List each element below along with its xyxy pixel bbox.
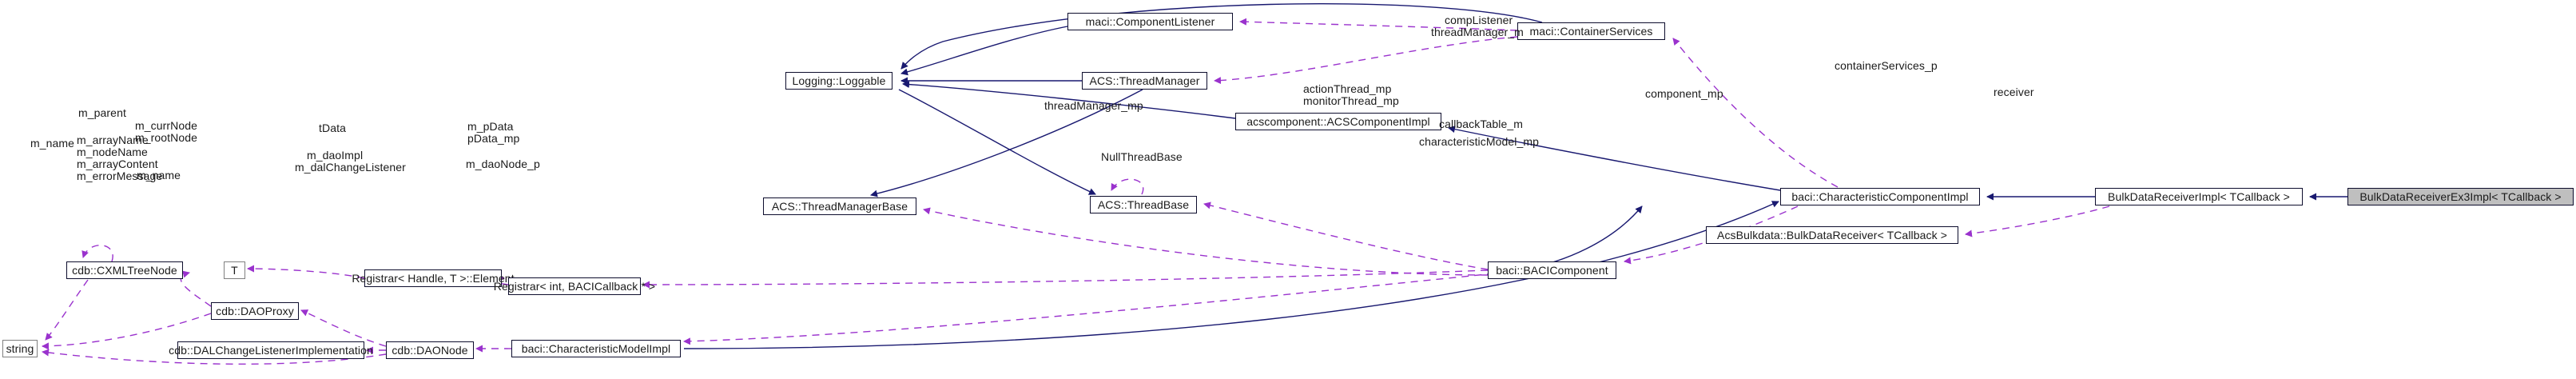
association-edges bbox=[42, 18, 2110, 365]
edge-label-m-name-bottom: m_name bbox=[137, 169, 181, 182]
edge-label-nullthreadbase: NullThreadBase bbox=[1101, 150, 1183, 163]
node-acs-threadbase[interactable]: ACS::ThreadBase bbox=[1090, 196, 1197, 213]
edge-label-characteristicmodel-mp: characteristicModel_mp bbox=[1419, 135, 1540, 148]
node-registrar-int-bacicallback[interactable]: Registrar< int, BACICallback * > bbox=[494, 277, 655, 295]
node-label: cdb::DALChangeListenerImplementation bbox=[169, 344, 373, 357]
inheritance-edges bbox=[683, 2, 2347, 349]
node-cdb-daoproxy[interactable]: cdb::DAOProxy bbox=[211, 302, 299, 320]
node-string[interactable]: string bbox=[2, 340, 38, 357]
node-label: Logging::Loggable bbox=[792, 74, 886, 87]
node-label: Registrar< int, BACICallback * > bbox=[493, 280, 656, 293]
node-baci-characteristicmodelimpl[interactable]: baci::CharacteristicModelImpl bbox=[511, 340, 681, 357]
edge-label-tdata: tData bbox=[319, 122, 346, 134]
edge-label-containerservices-p: containerServices_p bbox=[1835, 59, 1938, 72]
edge-label-m-daoimpl: m_daoImpl bbox=[307, 149, 364, 162]
node-registrar-handle-t-element[interactable]: Registrar< Handle, T >::Element bbox=[352, 269, 515, 287]
edge-label-m-parent: m_parent bbox=[78, 106, 126, 119]
node-label: Registrar< Handle, T >::Element bbox=[352, 272, 515, 285]
edge-label-m-dalchangelistener: m_dalChangeListener bbox=[295, 161, 406, 174]
edge-label-complistener: compListener bbox=[1445, 14, 1513, 26]
edge-label-m-currnode: m_currNode m_rootNode bbox=[135, 119, 198, 144]
node-label: cdb::DAONode bbox=[392, 344, 468, 357]
edge-label-threadmanager-mp: threadManager_mp bbox=[1044, 99, 1143, 112]
node-label: baci::BACIComponent bbox=[1496, 264, 1608, 277]
node-label: BulkDataReceiverEx3Impl< TCallback > bbox=[2359, 190, 2562, 203]
node-acscomponent-acscomponentimpl[interactable]: acscomponent::ACSComponentImpl bbox=[1235, 113, 1441, 130]
node-bulkdatareceiverex3impl[interactable]: BulkDataReceiverEx3Impl< TCallback > bbox=[2347, 188, 2574, 205]
edge-label-actionthread-mp: actionThread_mp monitorThread_mp bbox=[1303, 82, 1399, 107]
node-maci-componentlistener[interactable]: maci::ComponentListener bbox=[1067, 13, 1233, 30]
node-label: BulkDataReceiverImpl< TCallback > bbox=[2108, 190, 2290, 203]
edge-label-m-daonode-p: m_daoNode_p bbox=[466, 158, 540, 170]
node-acs-threadmanager[interactable]: ACS::ThreadManager bbox=[1082, 72, 1207, 90]
node-acs-threadmanagerbase[interactable]: ACS::ThreadManagerBase bbox=[763, 197, 916, 215]
edge-label-m-arrayname-block: m_arrayName m_nodeName m_arrayContent m_… bbox=[77, 134, 163, 182]
node-label: cdb::DAOProxy bbox=[216, 305, 294, 317]
node-baci-bacicomponent[interactable]: baci::BACIComponent bbox=[1488, 261, 1616, 279]
node-label: maci::ComponentListener bbox=[1085, 15, 1215, 28]
edge-label-m-name-left: m_name bbox=[30, 137, 75, 150]
node-label: baci::CharacteristicComponentImpl bbox=[1791, 190, 1969, 203]
node-label: AcsBulkdata::BulkDataReceiver< TCallback… bbox=[1717, 229, 1947, 241]
edge-label-callbacktable-m: callbackTable_m bbox=[1439, 118, 1523, 130]
edge-label-receiver: receiver bbox=[1994, 86, 2034, 98]
node-label: cdb::CXMLTreeNode bbox=[72, 264, 177, 277]
node-cdb-daonode[interactable]: cdb::DAONode bbox=[386, 341, 474, 359]
node-bulkdatareceiverimpl[interactable]: BulkDataReceiverImpl< TCallback > bbox=[2095, 188, 2303, 205]
node-acsbulkdata-bulkdatareceiver[interactable]: AcsBulkdata::BulkDataReceiver< TCallback… bbox=[1706, 226, 1958, 244]
node-label: acscomponent::ACSComponentImpl bbox=[1246, 115, 1430, 128]
node-baci-characteristiccomponentimpl[interactable]: baci::CharacteristicComponentImpl bbox=[1780, 188, 1980, 205]
node-label: T bbox=[231, 264, 238, 277]
node-label: maci::ContainerServices bbox=[1529, 25, 1653, 38]
node-label: ACS::ThreadBase bbox=[1097, 198, 1190, 211]
edge-label-m-pdata: m_pData pData_mp bbox=[467, 120, 520, 145]
edge-label-component-mp: component_mp bbox=[1645, 87, 1723, 100]
node-label: ACS::ThreadManagerBase bbox=[771, 200, 908, 213]
node-template-t[interactable]: T bbox=[224, 261, 245, 279]
node-maci-containerservices[interactable]: maci::ContainerServices bbox=[1517, 22, 1665, 40]
node-cdb-dalchangelistenerimplementation[interactable]: cdb::DALChangeListenerImplementation bbox=[169, 341, 373, 359]
node-label: string bbox=[6, 342, 34, 355]
node-label: baci::CharacteristicModelImpl bbox=[521, 342, 671, 355]
edge-label-threadmanager-m: threadManager_m bbox=[1431, 26, 1524, 38]
node-cdb-cxmltreenode[interactable]: cdb::CXMLTreeNode bbox=[66, 261, 183, 279]
node-label: ACS::ThreadManager bbox=[1089, 74, 1200, 87]
node-logging-loggable[interactable]: Logging::Loggable bbox=[785, 72, 892, 90]
